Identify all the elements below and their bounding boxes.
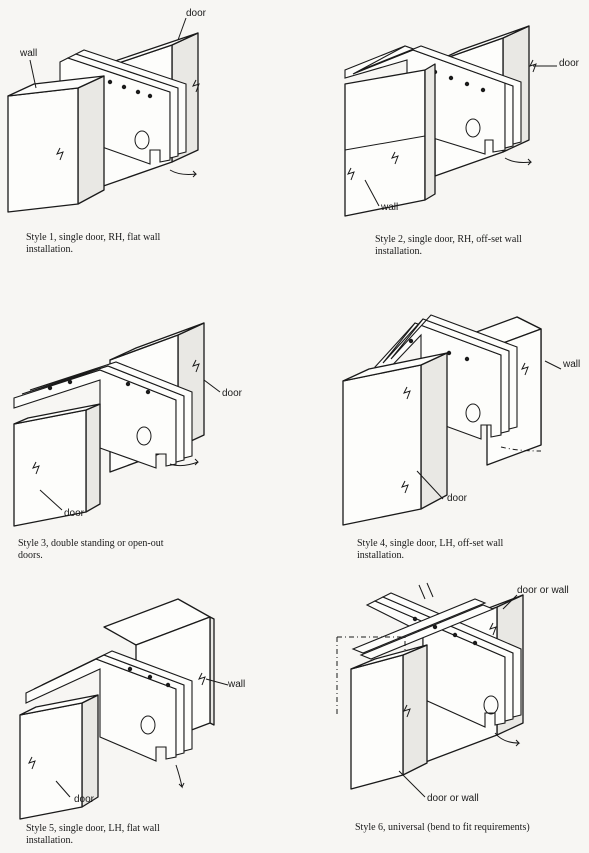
style-1-wall-label: wall <box>20 48 38 59</box>
style-4-diagram <box>342 314 562 526</box>
style-3-caption: Style 3, double standing or open-out doo… <box>18 538 164 562</box>
style-1-caption-line-1: Style 1, single door, RH, flat wall <box>26 232 161 243</box>
style-2-caption: Style 2, single door, RH, off-set wall i… <box>375 234 522 258</box>
style-3-back-door-label: door <box>222 388 243 399</box>
style-3-caption-line-1: Style 3, double standing or open-out <box>18 538 164 549</box>
style-4-caption: Style 4, single door, LH, off-set wall i… <box>357 538 503 562</box>
style-5-caption-line-2: installation. <box>26 835 73 846</box>
style-5-caption-line-1: Style 5, single door, LH, flat wall <box>26 823 160 834</box>
style-5-diagram <box>19 598 229 820</box>
style-1-caption: Style 1, single door, RH, flat wall inst… <box>26 232 160 256</box>
style-1-door-label: door <box>186 8 207 19</box>
style-5-panel: wall door Style 5, single door, LH, flat… <box>0 575 290 853</box>
style-3-front-door-label: door <box>64 508 85 519</box>
style-2-caption-line-1: Style 2, single door, RH, off-set wall <box>375 234 522 245</box>
style-1-caption-line-2: installation. <box>26 244 73 255</box>
style-6-caption: Style 6, universal (bend to fit requirem… <box>355 822 530 834</box>
style-3-caption-line-2: doors. <box>18 550 43 561</box>
style-2-caption-line-2: installation. <box>375 246 422 257</box>
style-4-caption-line-1: Style 4, single door, LH, off-set wall <box>357 538 504 549</box>
style-4-wall-label: wall <box>563 359 581 370</box>
style-6-rear-label: door or wall <box>517 585 569 596</box>
style-1-diagram <box>7 17 200 213</box>
style-5-caption: Style 5, single door, LH, flat wall inst… <box>26 823 160 847</box>
style-5-wall-label: wall <box>228 679 246 690</box>
style-2-wall-label: wall <box>381 202 399 213</box>
style-5-door-label: door <box>74 794 95 805</box>
style-4-caption-line-2: installation. <box>357 550 404 561</box>
style-3-panel: door door Style 3, double standing or op… <box>0 300 290 570</box>
style-4-panel: wall door Style 4, single door, LH, off-… <box>295 295 589 570</box>
style-6-caption-line-1: Style 6, universal (bend to fit requirem… <box>355 822 530 833</box>
style-4-door-label: door <box>447 493 468 504</box>
style-2-door-label: door <box>559 58 580 69</box>
style-6-diagram <box>336 582 524 798</box>
style-3-diagram <box>13 322 221 527</box>
style-6-front-label: door or wall <box>427 793 479 804</box>
style-1-panel: wall door Style 1, single door, RH, flat… <box>0 0 290 270</box>
style-2-diagram <box>344 25 557 217</box>
style-6-panel: door or wall door or wall Style 6, unive… <box>295 575 589 853</box>
style-2-panel: wall door Style 2, single door, RH, off-… <box>295 0 589 270</box>
